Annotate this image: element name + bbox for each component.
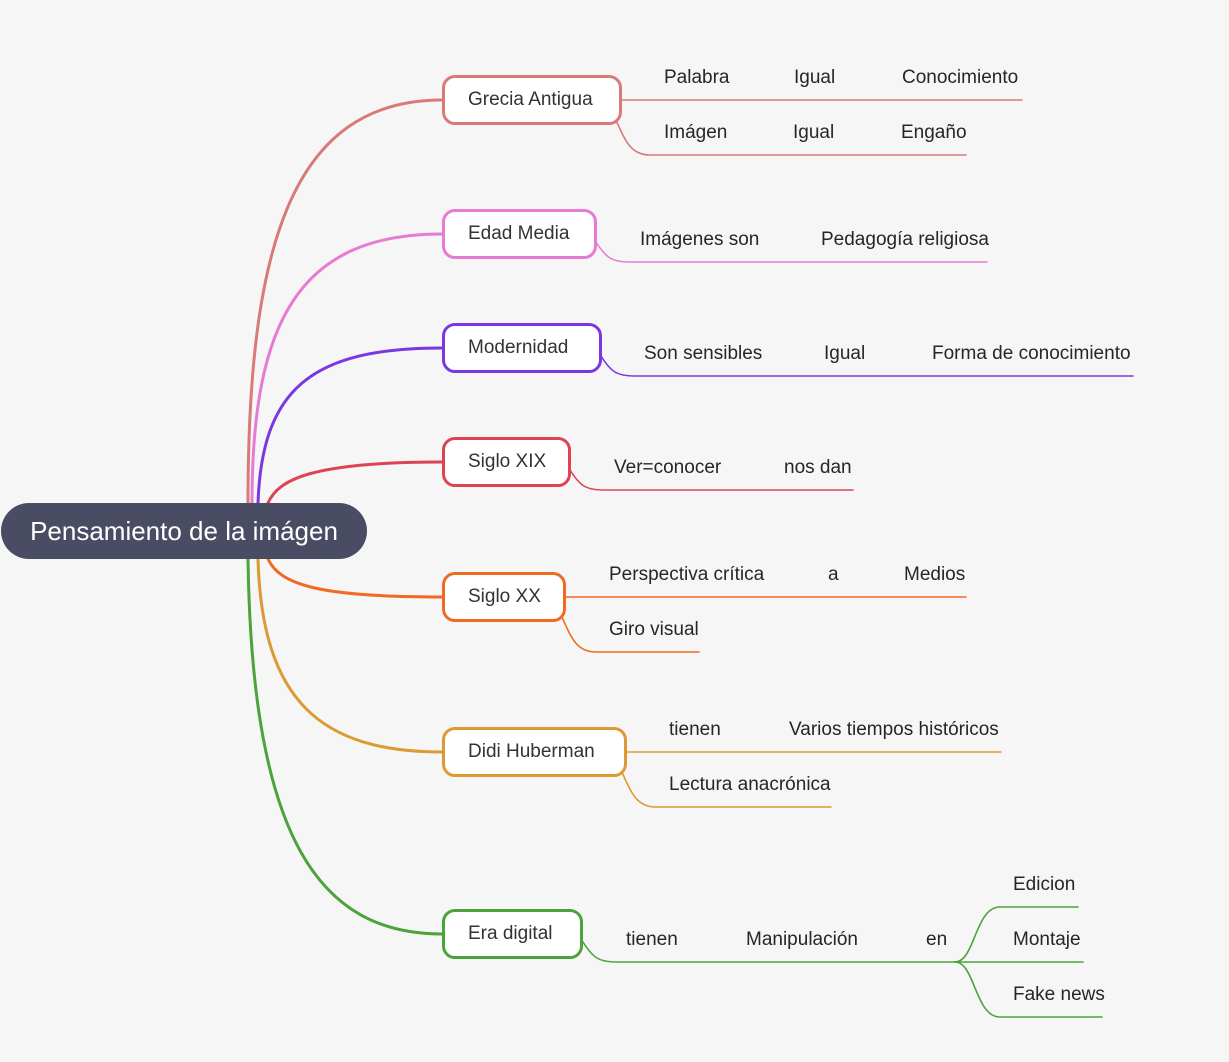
topic-label[interactable]: Palabra: [664, 67, 730, 88]
underline-era-digital: [582, 941, 956, 963]
topic-label[interactable]: Igual: [824, 343, 866, 364]
topic-label[interactable]: Montaje: [1013, 929, 1081, 950]
topic-label[interactable]: Lectura anacrónica: [669, 774, 831, 795]
topic-label[interactable]: Imágenes son: [640, 229, 760, 250]
topic-label[interactable]: Giro visual: [609, 619, 699, 640]
topic-label[interactable]: Manipulación: [746, 929, 858, 950]
branch-siglo-xix[interactable]: Siglo XIX: [442, 437, 571, 487]
connector-siglo-xx: [266, 557, 444, 599]
topic-label[interactable]: en: [926, 929, 948, 950]
topic-label[interactable]: Perspectiva crítica: [609, 564, 765, 585]
topic-label[interactable]: Medios: [904, 564, 966, 585]
connector-edad-media: [250, 232, 444, 505]
topic-label[interactable]: tienen: [669, 719, 721, 740]
branch-modernidad[interactable]: Modernidad: [442, 323, 602, 373]
topic-label[interactable]: Son sensibles: [644, 343, 763, 364]
connector-siglo-xix: [266, 460, 444, 505]
topic-label[interactable]: Forma de conocimiento: [932, 343, 1131, 364]
topic-label[interactable]: Varios tiempos históricos: [789, 719, 999, 740]
root-node[interactable]: Pensamiento de la imágen: [1, 503, 367, 559]
branch-era-digital[interactable]: Era digital: [442, 909, 583, 959]
underline-edad-media: [595, 241, 988, 263]
underline-didi-row2: [620, 769, 832, 808]
topic-label[interactable]: Edicion: [1013, 874, 1076, 895]
topic-label[interactable]: Ver=conocer: [614, 457, 722, 478]
underline-modernidad: [600, 355, 1134, 377]
connector-modernidad: [256, 346, 444, 505]
topic-label[interactable]: a: [828, 564, 839, 585]
underline-edicion: [954, 906, 1079, 963]
underline-siglo-xx-row2: [560, 614, 700, 653]
topic-label[interactable]: tienen: [626, 929, 678, 950]
branch-grecia-antigua[interactable]: Grecia Antigua: [442, 75, 622, 125]
topic-label[interactable]: Pedagogía religiosa: [821, 229, 989, 250]
underline-fake-news: [954, 961, 1103, 1018]
connector-grecia-antigua: [246, 98, 444, 505]
topic-label[interactable]: nos dan: [784, 457, 852, 478]
branch-edad-media[interactable]: Edad Media: [442, 209, 597, 259]
topic-label[interactable]: Imágen: [664, 122, 728, 143]
topic-label[interactable]: Igual: [793, 122, 835, 143]
connector-didi-huberman: [256, 557, 444, 754]
underline-grecia-row2: [614, 117, 967, 156]
connector-era-digital: [246, 557, 444, 936]
branch-siglo-xx[interactable]: Siglo XX: [442, 572, 566, 622]
topic-label[interactable]: Conocimiento: [902, 67, 1019, 88]
topic-label[interactable]: Igual: [794, 67, 836, 88]
underline-siglo-xix: [569, 469, 854, 491]
topic-label[interactable]: Fake news: [1013, 984, 1105, 1005]
topic-label[interactable]: Engaño: [901, 122, 967, 143]
branch-didi-huberman[interactable]: Didi Huberman: [442, 727, 627, 777]
